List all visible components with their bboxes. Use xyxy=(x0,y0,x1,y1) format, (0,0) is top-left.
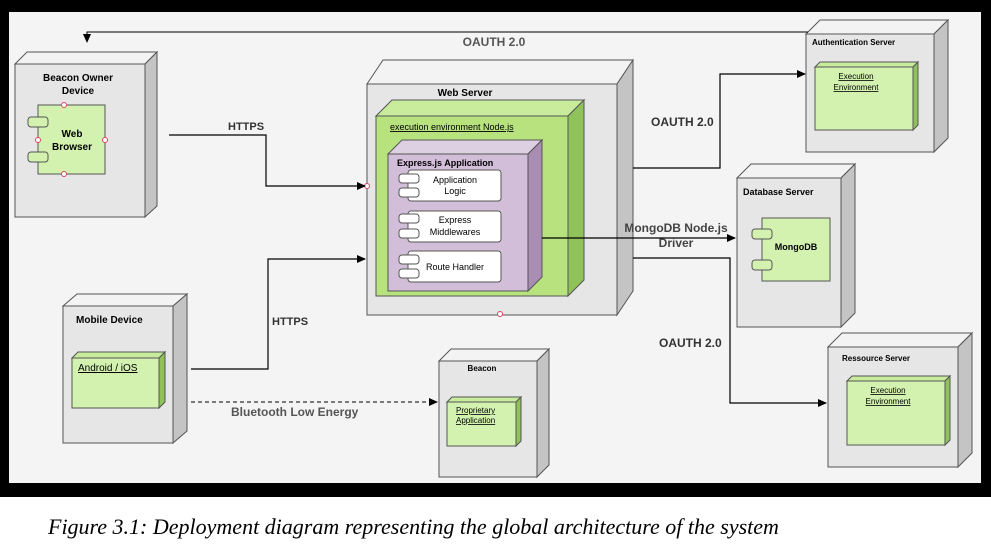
figure-caption: Figure 3.1: Deployment diagram represent… xyxy=(48,514,779,539)
oauth-auth-label: OAUTH 2.0 xyxy=(651,115,714,129)
connector-oauth-resource: OAUTH 2.0 xyxy=(633,257,827,407)
auth-env-label-2: Environment xyxy=(834,83,880,92)
resource-execution-environment: Execution Environment xyxy=(845,374,952,447)
resource-server-node: Ressource Server Execution Environment xyxy=(826,331,974,469)
oauth-resource-label: OAUTH 2.0 xyxy=(659,336,722,350)
https-owner-label: HTTPS xyxy=(228,121,264,133)
component-application-logic: Application Logic xyxy=(398,169,502,202)
proprietary-app-label-2: Application xyxy=(456,416,495,425)
route-handler-label: Route Handler xyxy=(426,262,484,272)
component-route-handler: Route Handler xyxy=(398,250,502,283)
deployment-diagram: Beacon Owner Device Web Browser Web Serv… xyxy=(9,12,981,483)
auth-execution-environment: Execution Environment xyxy=(813,60,920,132)
database-server-node: Database Server MongoDB xyxy=(735,162,857,329)
express-middlewares-label-2: Middlewares xyxy=(430,227,481,237)
mongodb-label: MongoDB xyxy=(775,242,818,252)
beacon-owner-device-node: Beacon Owner Device Web Browser xyxy=(13,50,159,219)
ble-label: Bluetooth Low Energy xyxy=(231,405,359,419)
mongo-driver-label-2: Driver xyxy=(659,236,694,250)
android-ios-component: Android / iOS xyxy=(70,350,167,410)
component-express-middlewares: Express Middlewares xyxy=(398,210,502,243)
https-mobile-label: HTTPS xyxy=(272,316,308,328)
connector-mongodb-driver: MongoDB Node.js Driver xyxy=(542,221,736,250)
proprietary-application-component: Proprietary Application xyxy=(445,395,523,448)
database-server-title: Database Server xyxy=(743,187,814,197)
proprietary-app-label: Proprietary xyxy=(456,406,495,415)
connector-https-mobile: HTTPS xyxy=(191,255,366,370)
mobile-device-title: Mobile Device xyxy=(76,315,143,326)
beacon-title: Beacon xyxy=(468,364,497,373)
application-logic-label: Application xyxy=(433,175,477,185)
authentication-server-node: Authentication Server Execution Environm… xyxy=(804,18,950,154)
application-logic-label-2: Logic xyxy=(444,186,466,196)
auth-env-label: Execution xyxy=(838,72,873,81)
nodejs-env-label: execution environment Node.js xyxy=(390,122,514,132)
web-browser-component: Web Browser xyxy=(27,102,108,177)
web-browser-label: Web xyxy=(62,129,83,140)
android-ios-label: Android / iOS xyxy=(78,363,138,374)
connector-ble: Bluetooth Low Energy xyxy=(191,398,438,419)
top-oauth-label: OAUTH 2.0 xyxy=(463,35,526,49)
web-browser-label-2: Browser xyxy=(52,142,92,153)
resource-env-label: Execution xyxy=(870,386,905,395)
connector-https-owner: HTTPS xyxy=(169,121,366,190)
mobile-device-node: Mobile Device Android / iOS xyxy=(61,292,189,445)
connector-oauth-auth: OAUTH 2.0 xyxy=(633,70,806,169)
express-app-label: Express.js Application xyxy=(397,158,493,168)
connector-top-oauth: OAUTH 2.0 xyxy=(83,31,808,49)
beacon-node: Beacon Proprietary Application xyxy=(437,347,551,479)
web-server-title: Web Server xyxy=(438,88,493,99)
resource-server-title: Ressource Server xyxy=(842,354,910,363)
express-middlewares-label: Express xyxy=(439,215,472,225)
mongo-driver-label: MongoDB Node.js xyxy=(624,221,728,235)
beacon-owner-title: Beacon Owner xyxy=(43,73,113,84)
beacon-owner-title-2: Device xyxy=(62,86,95,97)
resource-env-label-2: Environment xyxy=(866,397,912,406)
mongodb-component: MongoDB xyxy=(751,217,831,282)
auth-server-title: Authentication Server xyxy=(812,38,895,47)
